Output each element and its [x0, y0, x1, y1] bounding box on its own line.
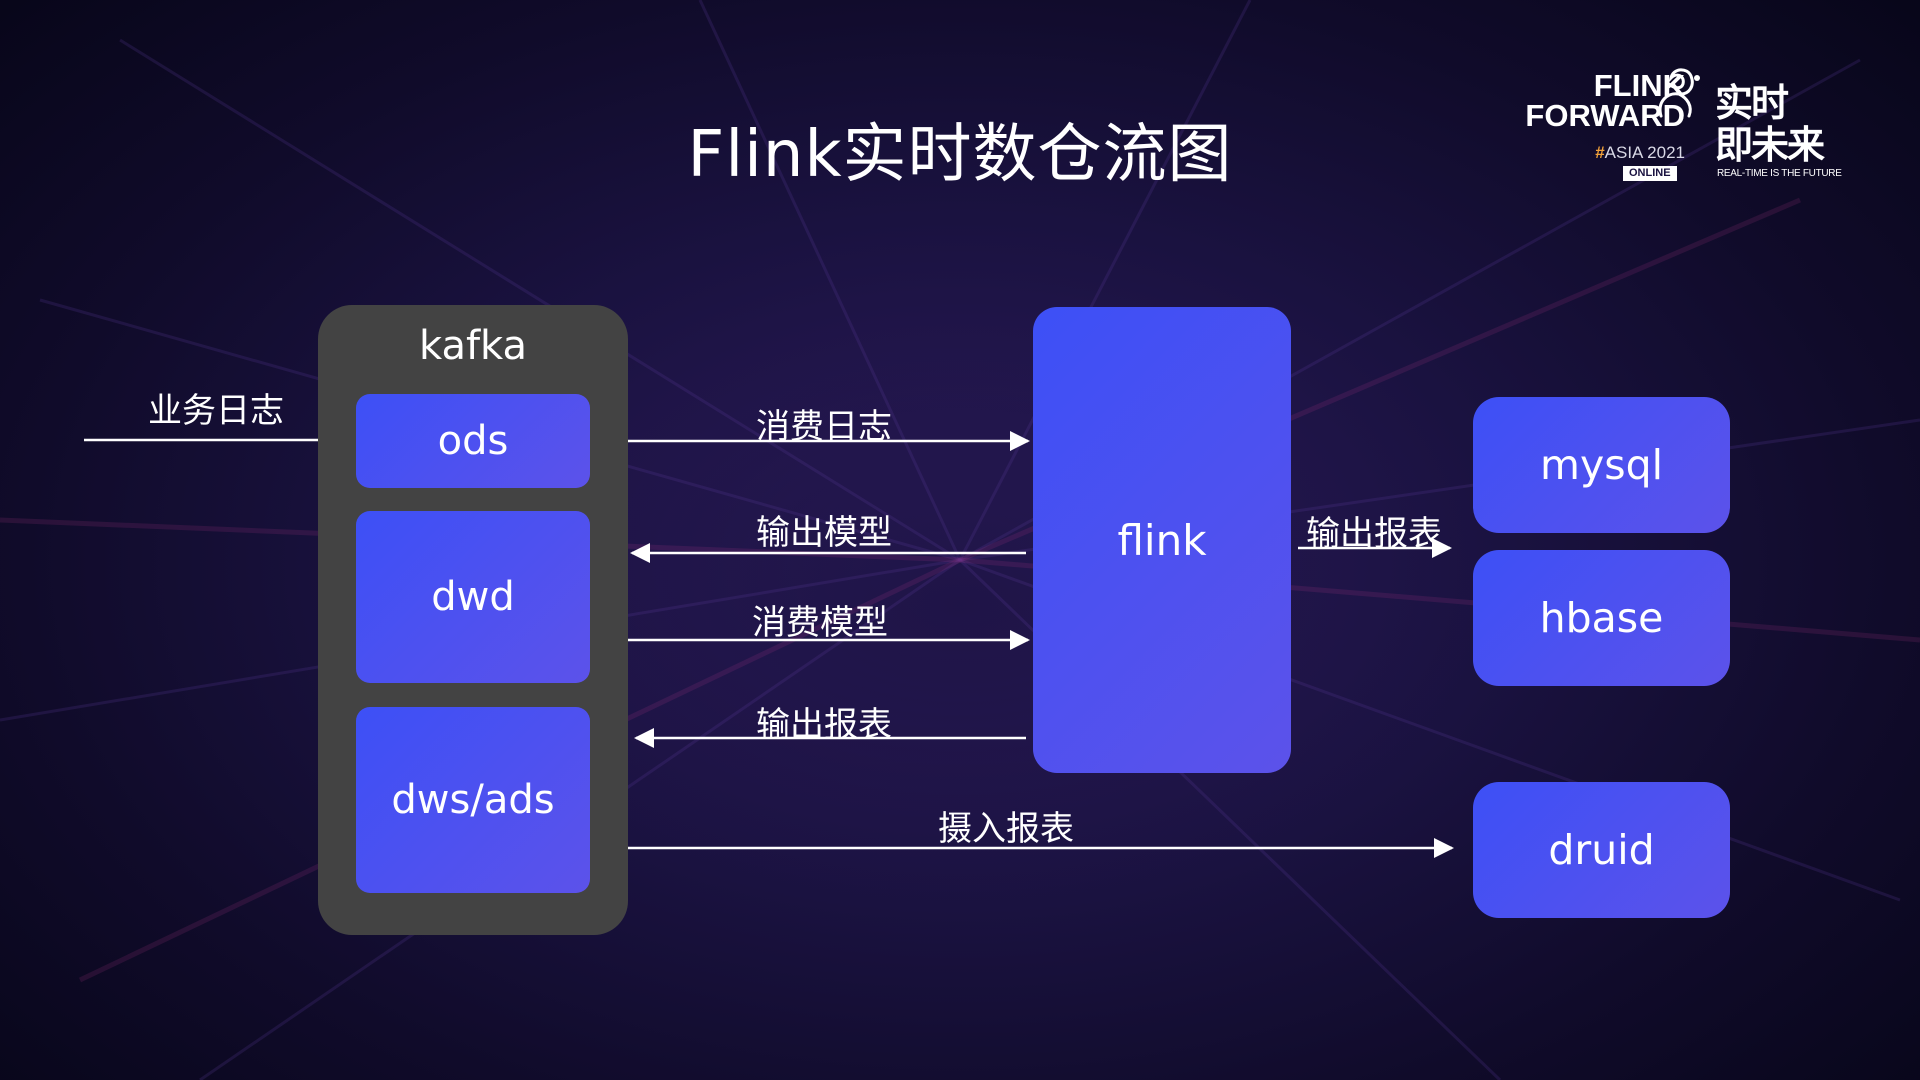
label-consume-log: 消费日志 — [756, 407, 892, 447]
node-dwd: dwd — [356, 511, 590, 683]
label-consume-model: 消费模型 — [752, 603, 888, 643]
logo-cn-slogan: 实时 即未来 — [1715, 81, 1825, 167]
kafka-container: kafka ods dwd dws/ads — [318, 305, 628, 935]
logo-forward-text: FORWARD — [1525, 98, 1685, 133]
node-hbase: hbase — [1473, 550, 1730, 686]
squirrel-icon — [1658, 68, 1700, 118]
flink-forward-logo: FLINK FORWARD #ASIA 2021 ONLINE 实时 即未来 R… — [1515, 68, 1855, 185]
logo-asia-text: #ASIA 2021 — [1515, 143, 1685, 163]
node-flink: flink — [1033, 307, 1291, 773]
logo-tagline: REAL-TIME IS THE FUTURE — [1717, 168, 1842, 179]
label-ingest-report: 摄入报表 — [938, 809, 1074, 849]
node-druid: druid — [1473, 782, 1730, 918]
label-business-log: 业务日志 — [148, 391, 284, 431]
node-ods: ods — [356, 394, 590, 488]
label-output-report: 输出报表 — [1306, 514, 1442, 554]
kafka-label: kafka — [418, 323, 528, 369]
node-dws-ads: dws/ads — [356, 707, 590, 893]
label-output-model: 输出模型 — [756, 513, 892, 553]
logo-cn-line1: 实时 — [1715, 81, 1789, 125]
logo-asia-hash: # — [1595, 143, 1605, 162]
label-output-report-back: 输出报表 — [756, 705, 892, 745]
page-title: Flink实时数仓流图 — [687, 118, 1233, 192]
node-mysql: mysql — [1473, 397, 1730, 533]
logo-cn-line2: 即未来 — [1715, 123, 1825, 167]
logo-online-badge: ONLINE — [1623, 166, 1677, 181]
logo-asia-year: ASIA 2021 — [1604, 143, 1685, 162]
